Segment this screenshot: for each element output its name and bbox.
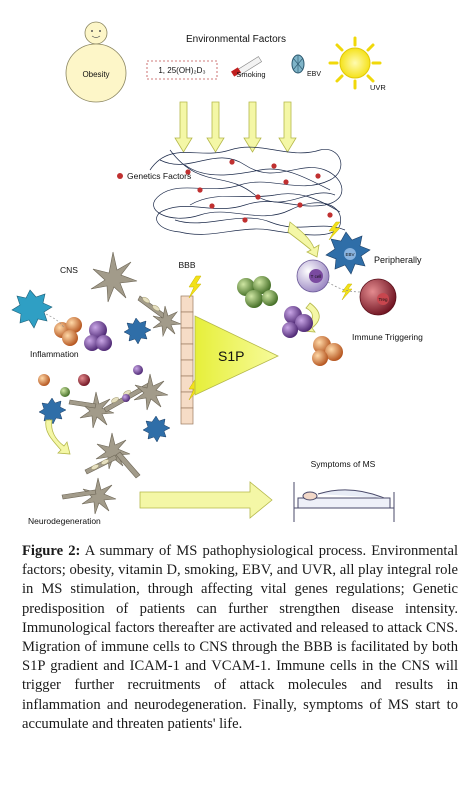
cns-label: CNS	[60, 265, 78, 275]
blood-brain-barrier-column	[180, 295, 194, 425]
cns-small-cells-icon	[38, 365, 143, 402]
lightning-bolt-icon	[341, 283, 353, 301]
dendritic-cell-icon	[325, 231, 371, 275]
interaction-line	[327, 281, 363, 293]
smoking-label: Smoking	[236, 70, 265, 79]
cns-blue-activated-cell-icon	[11, 289, 53, 329]
orange-immune-cells-icon	[312, 336, 343, 366]
neurodegeneration-label: Neurodegeneration	[28, 516, 101, 526]
green-immune-cells-icon	[237, 276, 278, 308]
environmental-factors-title: Environmental Factors	[186, 34, 286, 45]
bbb-label: BBB	[178, 260, 195, 270]
peripherally-label: Peripherally	[374, 255, 422, 265]
lightning-bolt-icon	[328, 221, 341, 241]
immune-triggering-label: Immune Triggering	[352, 332, 423, 342]
cns-blue-star-cell-icon	[38, 397, 171, 443]
sun-uvr-icon	[328, 36, 382, 90]
vitamin-d-label: 1, 25(OH)₂D₃	[158, 66, 205, 75]
obesity-figure-icon	[65, 21, 127, 103]
dna-gene-markers	[185, 159, 333, 223]
cigarette-icon	[231, 56, 263, 77]
genetics-factors-label: Genetics Factors	[127, 171, 191, 181]
figure-caption: Figure 2: A summary of MS pathophysiolog…	[22, 542, 458, 734]
purple-immune-cells-icon	[282, 306, 313, 338]
neurodegeneration-to-symptoms-arrow	[139, 481, 273, 519]
uvr-label: UVR	[370, 83, 386, 92]
s1p-label: S1P	[218, 348, 244, 364]
cns-spiky-cell-icon	[123, 317, 152, 345]
ebv-label: EBV	[307, 71, 321, 78]
s1p-gradient-triangle	[194, 315, 279, 396]
ebv-cell-label: EBV	[345, 252, 354, 257]
cns-orange-cells-icon	[54, 317, 82, 346]
cns-purple-cells-icon	[84, 321, 112, 351]
dna-tangle-icon	[149, 146, 346, 236]
ms-pathophysiology-diagram: Environmental Factors Obesity 1, 25(OH)₂…	[11, 21, 423, 526]
lightning-bolt-icon	[188, 275, 202, 299]
environment-to-genes-arrows	[174, 101, 297, 153]
inflammation-to-neurodegeneration-arrow	[45, 419, 71, 455]
genes-to-immune-arrow	[287, 221, 320, 258]
caption-text: A summary of MS pathophysiological proce…	[22, 543, 458, 732]
symptoms-label: Symptoms of MS	[311, 459, 376, 469]
myelin-segments	[91, 296, 160, 470]
treg-label: Treg	[378, 297, 388, 302]
interaction-line	[45, 313, 65, 329]
inflammation-label: Inflammation	[30, 349, 79, 359]
obesity-label: Obesity	[82, 70, 109, 79]
t-cell-label: T cell	[311, 274, 322, 279]
ebv-virus-icon	[291, 54, 305, 74]
patient-in-bed-icon	[293, 482, 395, 522]
genetics-bullet-icon	[117, 173, 123, 179]
caption-label: Figure 2:	[22, 543, 81, 559]
